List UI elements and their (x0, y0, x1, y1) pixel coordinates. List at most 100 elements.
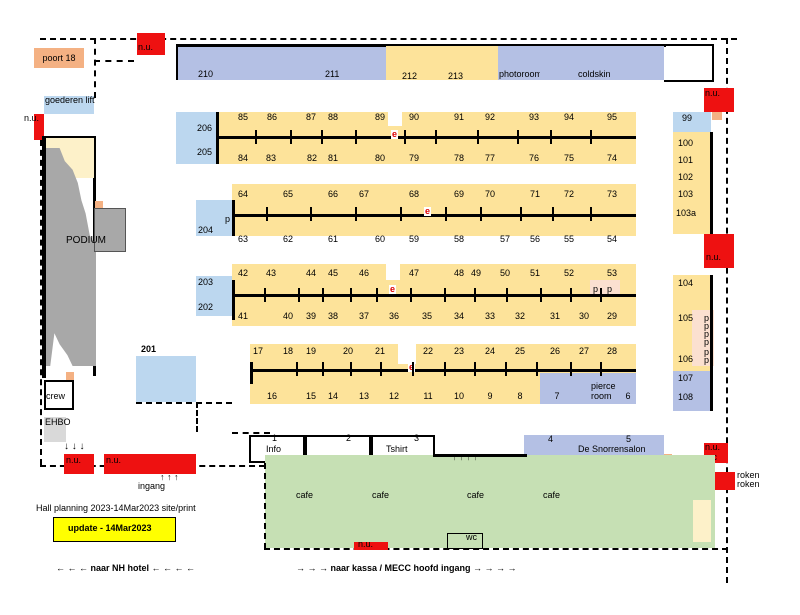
p-3: p (704, 329, 710, 339)
wall-poort (94, 38, 96, 98)
row4-divider-4 (412, 362, 414, 376)
row4-divider-7 (505, 362, 507, 376)
booth-4-num: 4 (548, 434, 554, 444)
nu-box-bl-1 (64, 454, 94, 474)
booth-41: 41 (237, 311, 248, 321)
booth-213: 213 (448, 71, 464, 81)
booth-212: 212 (402, 71, 418, 81)
booth-29: 29 (606, 311, 617, 321)
coldskin (540, 46, 664, 80)
booth-53: 53 (606, 268, 617, 278)
booth-42: 42 (237, 268, 248, 278)
booth-87: 87 (305, 112, 316, 122)
nu-label-r2: n.u. (706, 252, 722, 262)
nav-left: ← ← ← naar NH hotel ← ← ← ← (56, 563, 196, 573)
booth-20: 20 (342, 346, 353, 356)
booth-85: 85 (237, 112, 248, 122)
booth-13: 13 (358, 391, 369, 401)
booth-74: 74 (606, 153, 617, 163)
row2-booths (232, 184, 636, 236)
booth-8: 8 (517, 391, 523, 401)
booth-25: 25 (514, 346, 525, 356)
booth-107-label: 107 (678, 373, 694, 383)
nu-label-top: n.u. (138, 42, 154, 52)
cafe-counter (693, 500, 711, 542)
nu-label-left: n.u. (24, 113, 40, 123)
booth-210-211 (176, 46, 386, 80)
booth-38: 38 (327, 311, 338, 321)
p-1: p (704, 313, 710, 323)
arrows-up: ↑ ↑ ↑ (160, 472, 179, 482)
booth-50: 50 (499, 268, 510, 278)
plan-title: Hall planning 2023-14Mar2023 site/print (36, 503, 196, 513)
ehbo-room (44, 417, 66, 442)
booth-24: 24 (484, 346, 495, 356)
booth-58: 58 (453, 234, 464, 244)
arrows-down: ↓ ↓ ↓ (64, 441, 85, 452)
booth-61: 61 (327, 234, 338, 244)
booth-15: 15 (305, 391, 316, 401)
booth-92: 92 (484, 112, 495, 122)
row4-divider-2 (350, 362, 352, 376)
wall-poort-h (94, 60, 134, 62)
goederen-label: goederen lift (45, 95, 95, 105)
crew-label: crew (46, 391, 66, 401)
booth-91: 91 (453, 112, 464, 122)
booth-44: 44 (305, 268, 316, 278)
booth-88: 88 (327, 112, 338, 122)
booth-82: 82 (306, 153, 317, 163)
booth-19: 19 (305, 346, 316, 356)
right-bar-3 (710, 371, 713, 411)
booth-36: 36 (388, 311, 399, 321)
booth-39: 39 (305, 311, 316, 321)
nu-box-right-1 (704, 88, 734, 112)
row2-divider-0 (266, 207, 268, 221)
row3-divider-4 (376, 288, 378, 302)
booth-65: 65 (282, 189, 293, 199)
photoroom (498, 46, 540, 80)
roken-label-2: roken (737, 479, 760, 489)
row3-divider-1 (298, 288, 300, 302)
nav-right: → → → naar kassa / MECC hoofd ingang → →… (296, 563, 517, 573)
poort-18: poort 18 (34, 48, 84, 68)
booth-17: 17 (252, 346, 263, 356)
arrows-up-cafe: ↑ ↑ ↑ ↑ (452, 452, 478, 462)
row1-end (216, 112, 219, 164)
row3-p-stands (590, 280, 620, 294)
row1-divider-9 (590, 130, 592, 144)
row3-divider-11 (600, 288, 602, 302)
cafe-wall-left (264, 463, 266, 549)
booth-12: 12 (388, 391, 399, 401)
booth-32: 32 (514, 311, 525, 321)
booth-201-dash-v (196, 402, 198, 432)
p-4: p (704, 337, 710, 347)
row4-divider-5 (444, 362, 446, 376)
row4-blue-7-6 (540, 373, 636, 404)
cafe-1: cafe (296, 490, 314, 500)
booth-69: 69 (453, 189, 464, 199)
booth-99-label: 99 (682, 113, 693, 123)
booth-51: 51 (529, 268, 540, 278)
booth-105-label: 105 (678, 313, 694, 323)
info-label: Info (266, 444, 282, 454)
cafe-area (265, 455, 715, 548)
booth-204-label: 204 (198, 225, 214, 235)
booth-101-label: 101 (678, 155, 694, 165)
row3-end (232, 280, 235, 320)
row3-divider-3 (350, 288, 352, 302)
cafe-top-bar (433, 454, 527, 457)
booth-45: 45 (327, 268, 338, 278)
row3-spine (232, 294, 636, 297)
booth-40: 40 (282, 311, 293, 321)
booth-5-num: 5 (626, 434, 632, 444)
row1-gap (388, 112, 402, 126)
booth-212-213 (386, 46, 498, 80)
booth-37: 37 (358, 311, 369, 321)
row1-divider-5 (435, 130, 437, 144)
row3-divider-9 (540, 288, 542, 302)
booth-67: 67 (358, 189, 369, 199)
nu-box-bottom (354, 542, 388, 550)
roken-box (713, 472, 735, 490)
booth-93: 93 (528, 112, 539, 122)
booth-202: 202 (198, 302, 214, 312)
